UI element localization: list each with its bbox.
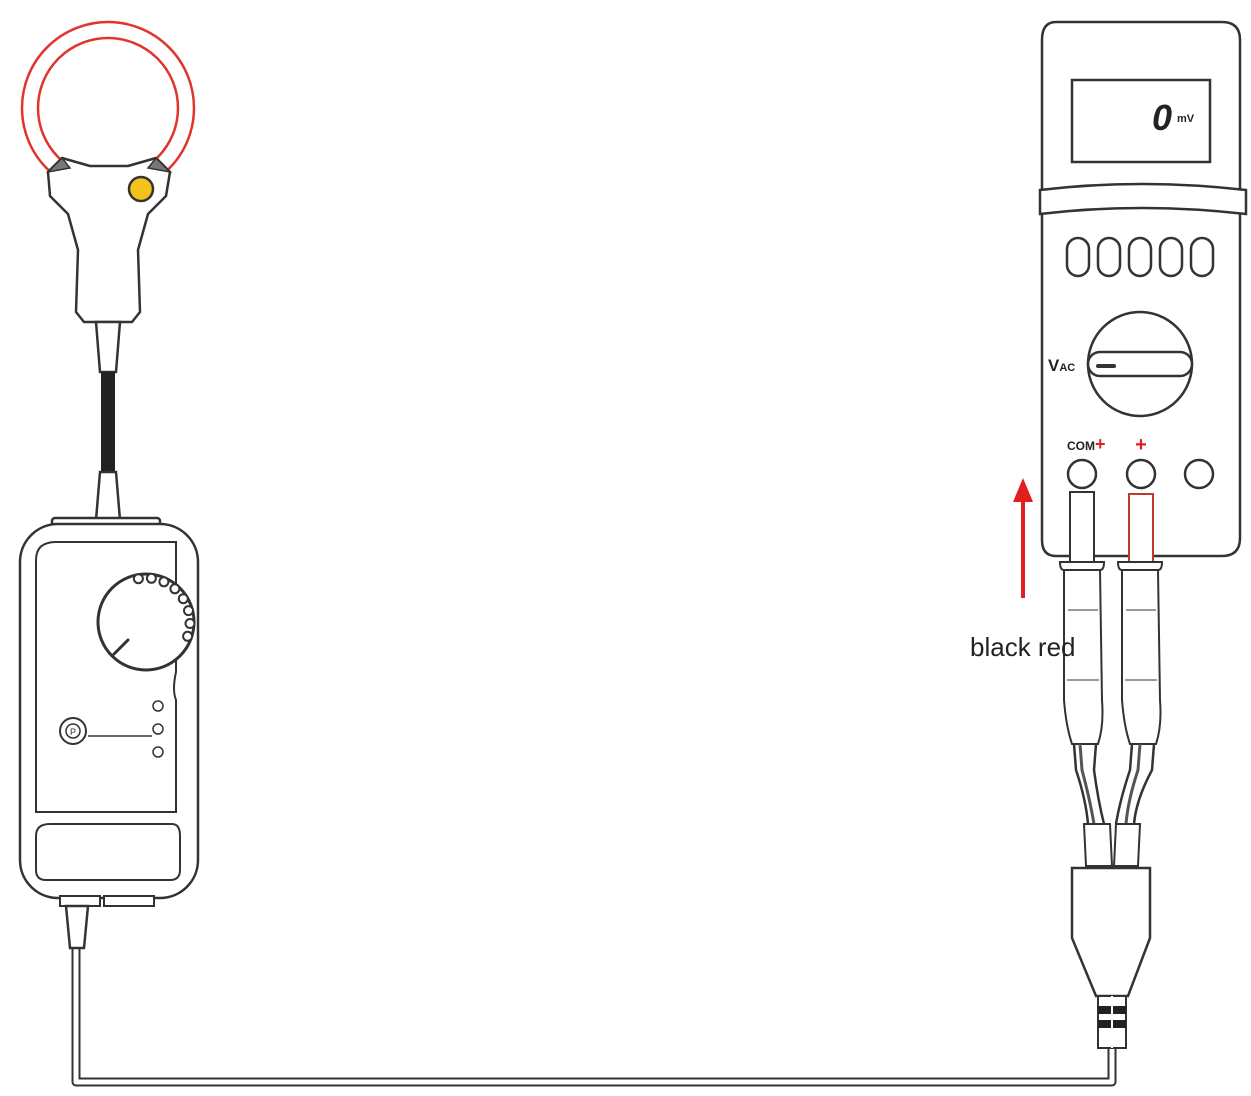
insert-arrow	[1013, 478, 1033, 598]
com-jack[interactable]	[1066, 458, 1098, 490]
lead-color-label: black red	[970, 632, 1076, 662]
knob-grip-ridge	[183, 605, 194, 617]
display-reading: 0	[1152, 97, 1172, 138]
power-button-label: P	[70, 727, 76, 737]
function-button[interactable]	[1096, 236, 1122, 278]
plus-jack[interactable]	[1125, 458, 1157, 490]
knob-grip-ridge	[184, 618, 196, 629]
knob-grip-ridge	[145, 572, 157, 584]
display-unit: mV	[1177, 113, 1195, 125]
black-lead	[1058, 491, 1106, 825]
knob-grip-ridge	[182, 630, 194, 642]
com-jack-label: COM+	[1067, 434, 1106, 454]
plus-jack-label: +	[1135, 434, 1147, 456]
knob-grip-ridge	[177, 593, 189, 605]
function-button[interactable]	[1065, 236, 1091, 278]
status-led	[152, 700, 164, 712]
knob-grip-ridge	[158, 576, 170, 588]
status-led	[152, 723, 164, 735]
splitter-plug	[1070, 823, 1152, 1049]
coil-head	[45, 156, 173, 374]
multimeter-display: 0 mV	[1070, 78, 1212, 164]
function-button-row	[1065, 236, 1215, 278]
third-jack[interactable]	[1183, 458, 1215, 490]
range-knob[interactable]	[96, 572, 196, 672]
red-lead	[1114, 493, 1164, 825]
function-button[interactable]	[1158, 236, 1184, 278]
function-button[interactable]	[1127, 236, 1153, 278]
knob-grip-ridge	[169, 583, 181, 595]
knob-grip-ridge	[132, 573, 144, 585]
indicator-dot	[127, 175, 155, 203]
power-button[interactable]: P	[59, 717, 87, 745]
coil-cable	[94, 372, 122, 522]
status-led	[152, 746, 164, 758]
connecting-cable	[71, 945, 1117, 1087]
rotary-dial[interactable]	[1086, 310, 1194, 418]
dial-mode-label: VAC	[1048, 356, 1075, 375]
function-button[interactable]	[1189, 236, 1215, 278]
